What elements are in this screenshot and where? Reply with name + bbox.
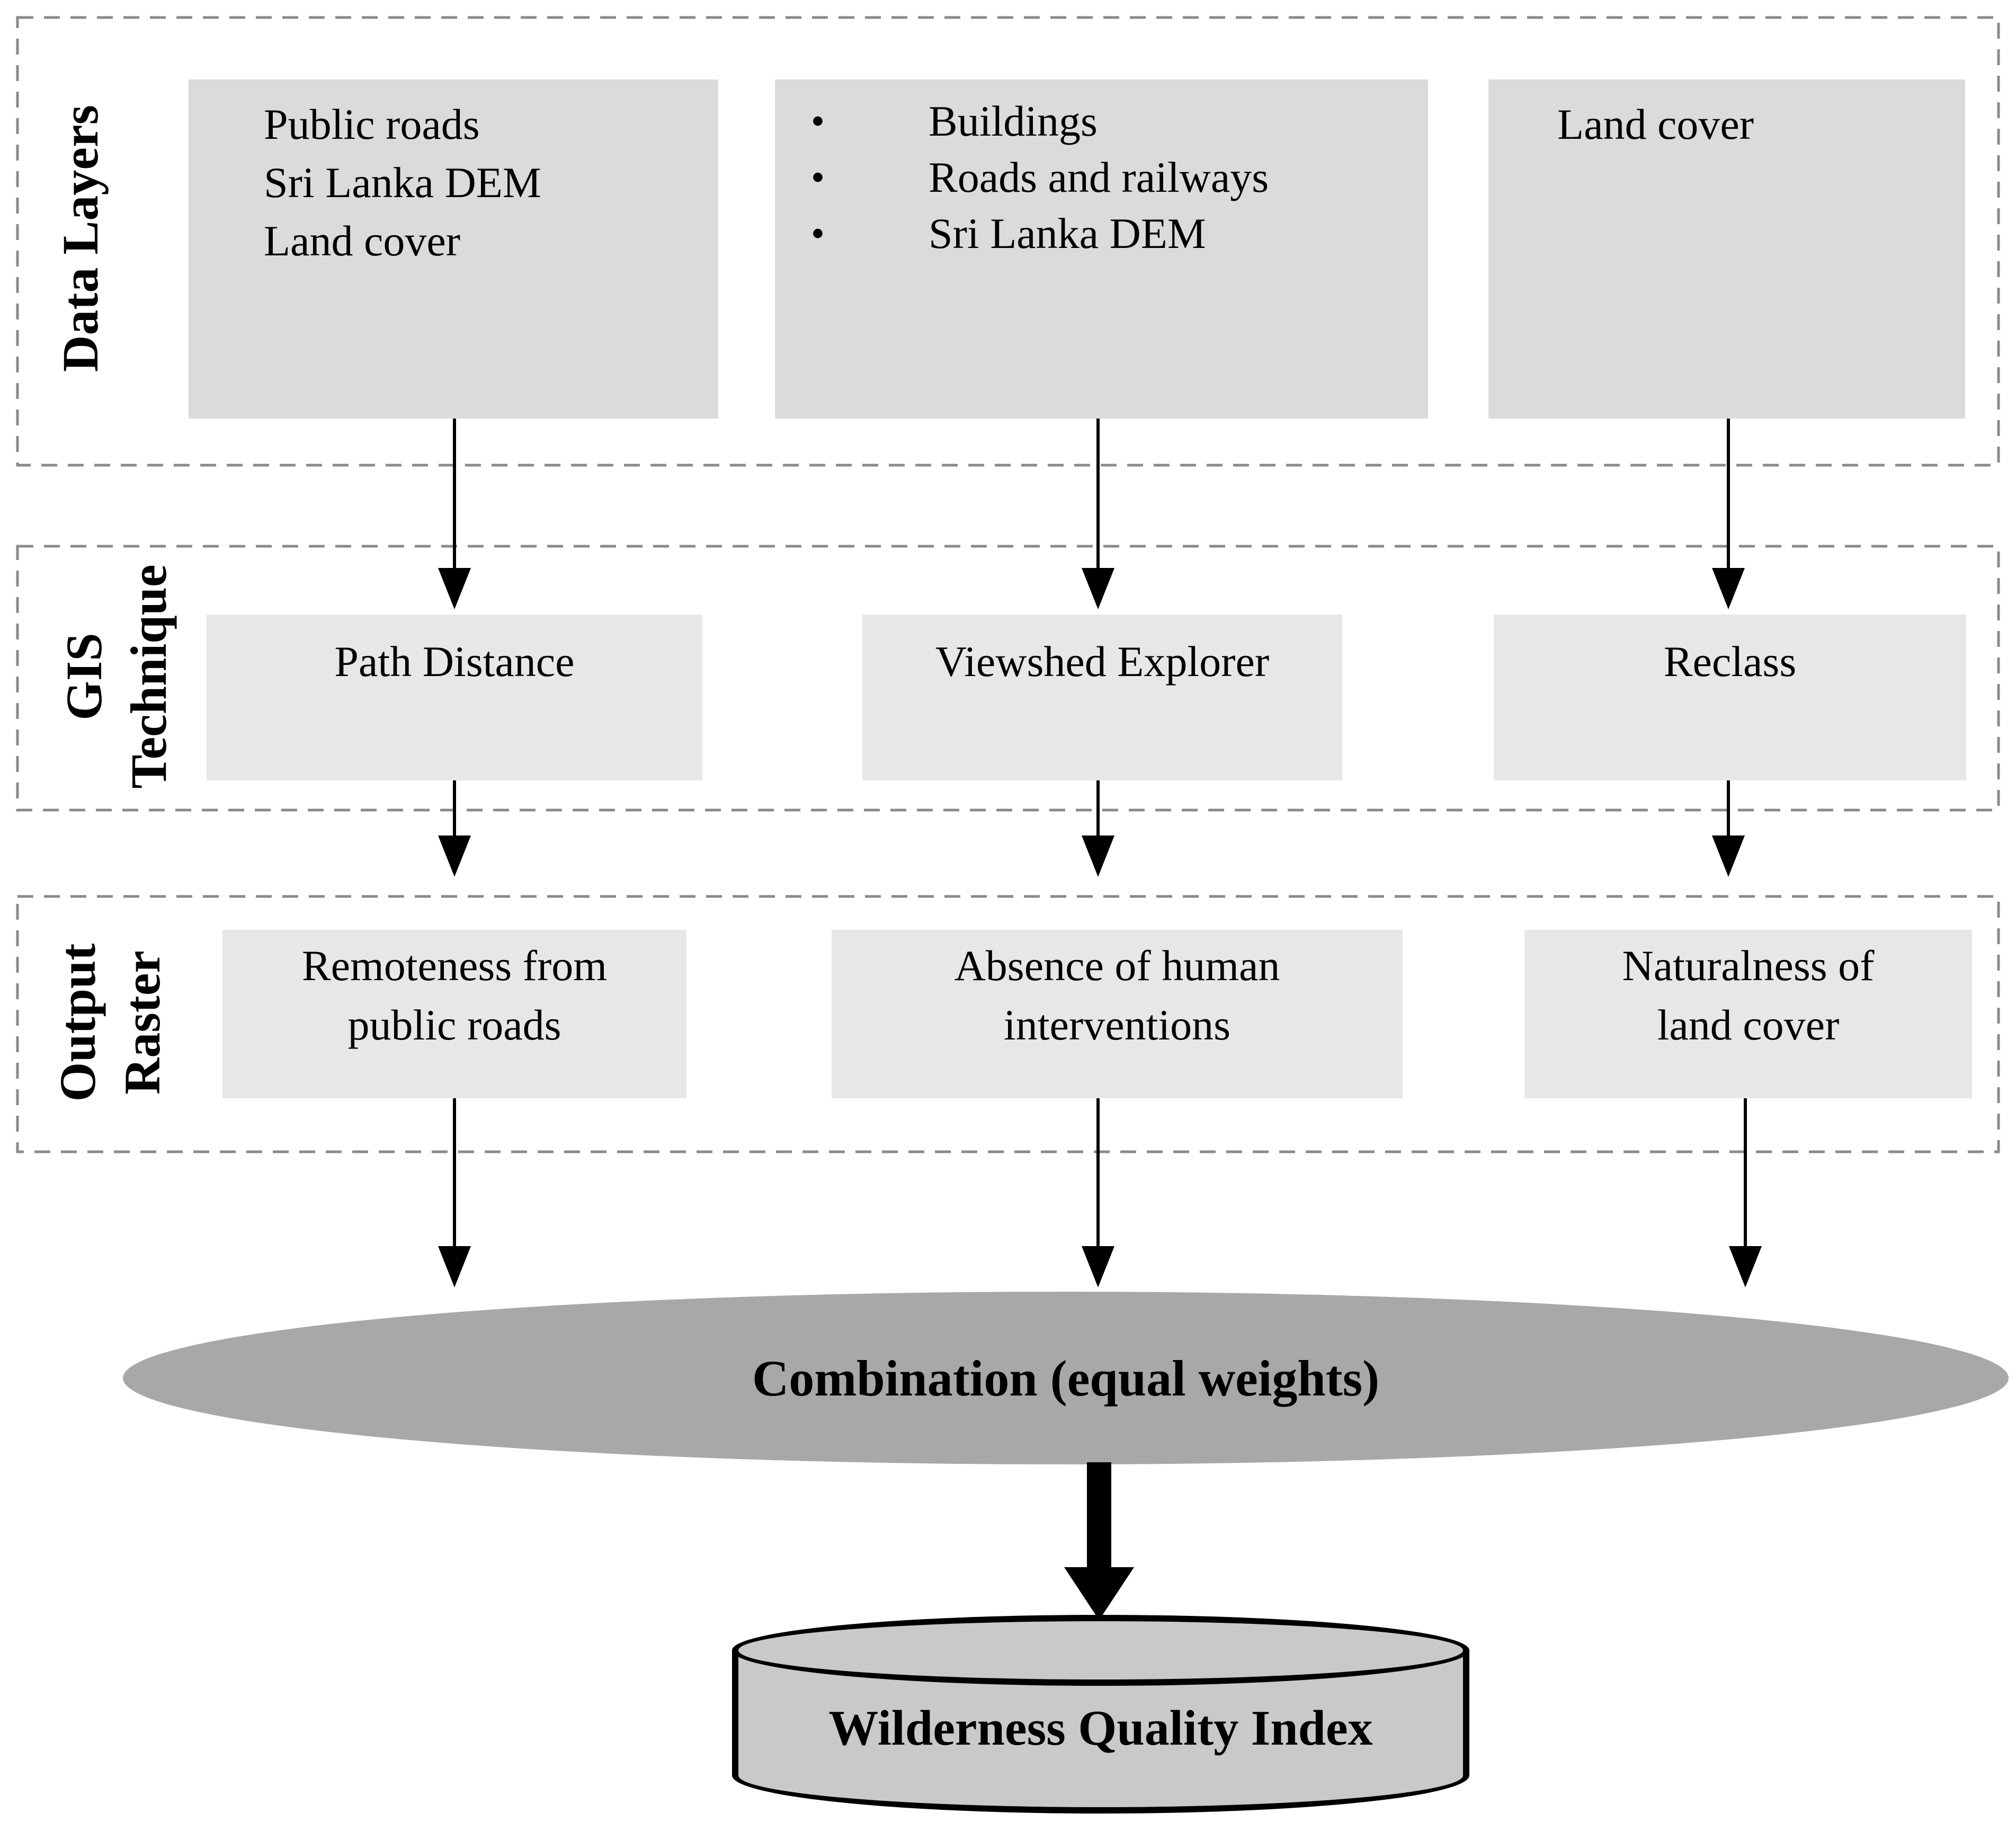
arrow-shaft — [1096, 1098, 1100, 1248]
result-cylinder: Wilderness Quality Index — [732, 1615, 1469, 1814]
result-label: Wilderness Quality Index — [828, 1701, 1373, 1756]
box-text-line: Absence of human — [954, 941, 1280, 990]
arrow-buildings-to-viewshed — [1082, 419, 1114, 609]
data-layers-box-roads-dem-landcover: Public roads Sri Lanka DEM Land cover — [189, 79, 718, 419]
gis-technique-box-viewshed-explorer: Viewshed Explorer — [862, 615, 1342, 780]
arrowhead-icon — [1712, 836, 1745, 877]
box-text-line: Land cover — [264, 217, 461, 265]
arrow-shaft — [1744, 1098, 1747, 1248]
arrowhead-icon — [1082, 836, 1114, 877]
bullet-list-item: • Buildings — [775, 93, 1428, 149]
combination-label: Combination (equal weights) — [752, 1349, 1380, 1407]
box-text-line: Public roads — [264, 100, 480, 148]
bullet-icon: • — [811, 100, 825, 143]
arrow-absence-to-combination — [1082, 1098, 1114, 1287]
arrow-shaft — [453, 1098, 456, 1248]
arrowhead-icon — [1082, 1246, 1114, 1287]
box-text-line: interventions — [1003, 1001, 1231, 1049]
arrow-shaft — [453, 780, 456, 838]
label-line: Technique — [120, 564, 177, 789]
arrowhead-icon — [438, 568, 471, 609]
combination-ellipse: Combination (equal weights) — [123, 1292, 2009, 1464]
arrow-shaft — [1727, 780, 1730, 838]
cylinder-top-ellipse — [732, 1615, 1469, 1686]
box-text-line: public roads — [347, 1001, 561, 1049]
gis-technique-box-path-distance: Path Distance — [207, 615, 702, 780]
box-text-line: Land cover — [1557, 100, 1754, 148]
arrowhead-icon — [1729, 1246, 1762, 1287]
bullet-list-item: • Roads and railways — [775, 149, 1428, 206]
bullet-item-label: Buildings — [929, 97, 1098, 145]
bullet-icon: • — [811, 156, 825, 199]
box-text-line: Naturalness of — [1622, 941, 1875, 990]
label-line: Raster — [114, 950, 171, 1095]
label-line: Data Layers — [52, 105, 109, 372]
arrow-shaft — [453, 419, 456, 570]
box-text-line: Remoteness from — [301, 941, 608, 990]
box-text-line: Sri Lanka DEM — [264, 158, 541, 207]
arrow-publicroads-to-pathdistance — [438, 419, 471, 609]
section-label-output-raster: Output Raster — [46, 944, 175, 1102]
arrow-landcover-to-reclass — [1712, 419, 1745, 609]
data-layers-box-buildings-roads-dem: • Buildings • Roads and railways • Sri L… — [775, 79, 1428, 419]
box-text-line: land cover — [1657, 1001, 1840, 1049]
arrow-viewshed-to-absence — [1082, 780, 1114, 877]
arrowhead-icon — [438, 836, 471, 877]
output-raster-box-remoteness: Remoteness from public roads — [222, 930, 686, 1098]
arrow-pathdistance-to-remoteness — [438, 780, 471, 877]
arrow-shaft — [1096, 780, 1100, 838]
arrow-naturalness-to-combination — [1729, 1098, 1762, 1287]
bullet-icon: • — [811, 212, 825, 255]
arrow-shaft — [1727, 419, 1730, 570]
data-layers-box-landcover: Land cover — [1488, 79, 1965, 419]
arrow-reclass-to-naturalness — [1712, 780, 1745, 877]
section-label-data-layers: Data Layers — [48, 105, 113, 372]
bullet-list-item: • Sri Lanka DEM — [775, 206, 1428, 262]
box-text-line: Viewshed Explorer — [935, 637, 1270, 686]
arrowhead-icon — [1082, 568, 1114, 609]
bullet-item-label: Sri Lanka DEM — [929, 209, 1206, 257]
arrow-shaft — [1096, 419, 1100, 570]
label-line: GIS — [56, 633, 112, 721]
section-label-gis-technique: GIS Technique — [52, 564, 181, 788]
box-text-line: Reclass — [1663, 637, 1797, 686]
arrowhead-icon — [438, 1246, 471, 1287]
output-raster-box-naturalness-landcover: Naturalness of land cover — [1524, 930, 1972, 1098]
box-text-line: Path Distance — [334, 637, 575, 686]
label-line: Output — [49, 943, 106, 1102]
output-raster-box-absence-human-interventions: Absence of human interventions — [832, 930, 1403, 1098]
gis-technique-box-reclass: Reclass — [1494, 615, 1966, 780]
thick-arrow-shaft — [1087, 1462, 1111, 1569]
arrow-remoteness-to-combination — [438, 1098, 471, 1287]
arrowhead-icon — [1712, 568, 1745, 609]
bullet-item-label: Roads and railways — [929, 153, 1269, 201]
thick-arrowhead-icon — [1064, 1567, 1134, 1620]
